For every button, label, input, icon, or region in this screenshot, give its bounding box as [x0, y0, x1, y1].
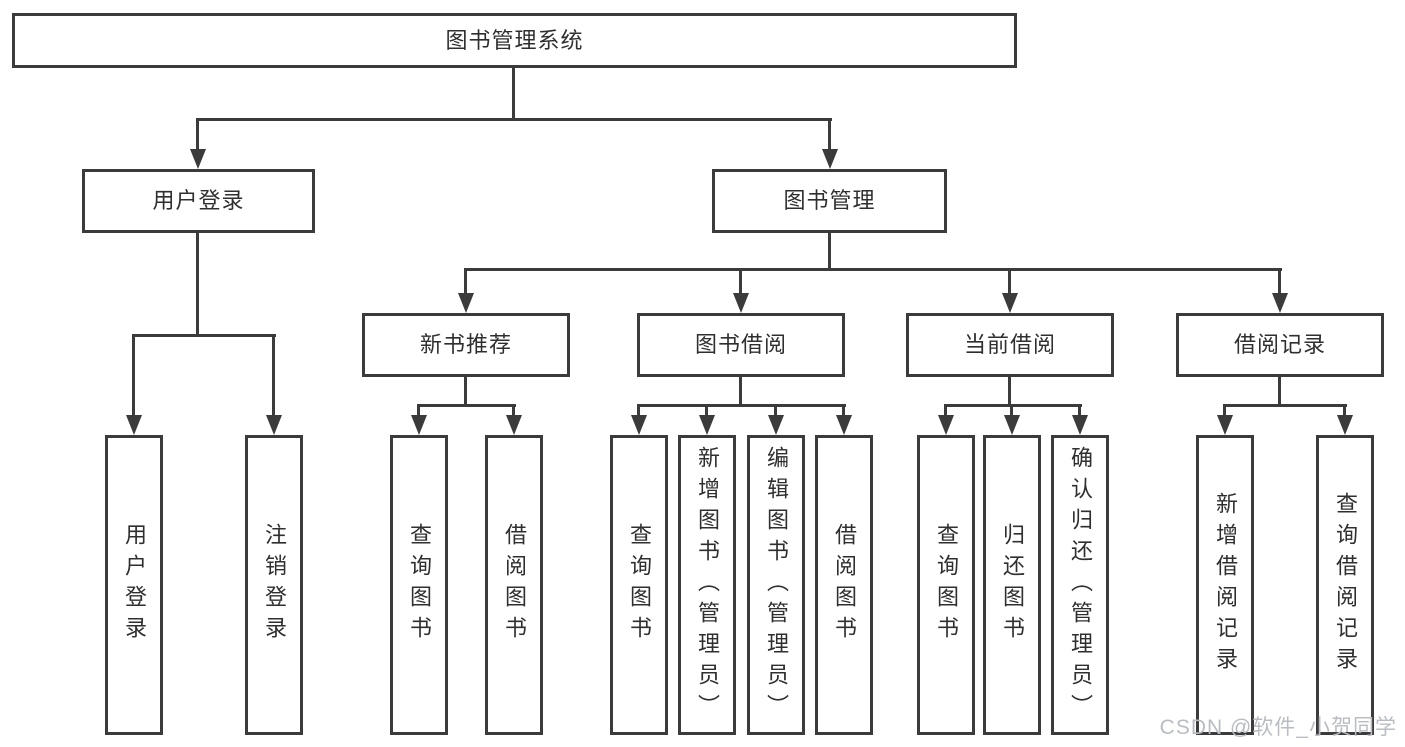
connector-stub — [196, 233, 199, 337]
connector-rail — [464, 268, 1282, 271]
connector-drop — [944, 404, 947, 419]
leaf-user-login: 用户登录 — [105, 435, 163, 735]
node-new-book-recommend: 新书推荐 — [362, 313, 570, 377]
connector-drop — [774, 404, 777, 419]
leaf-borrow-books-recommend: 借阅图书 — [485, 435, 543, 735]
arrowhead-down-icon — [631, 415, 647, 435]
connector-drop — [1223, 404, 1226, 419]
connector-stub — [512, 68, 515, 121]
leaf-query-borrow-record: 查询借阅记录 — [1316, 435, 1374, 735]
connector-drop — [1343, 404, 1346, 419]
arrowhead-down-icon — [1072, 415, 1088, 435]
connector-rail — [132, 334, 276, 337]
connector-drop — [705, 404, 708, 419]
connector-rail — [1223, 404, 1347, 407]
connector-stub — [1008, 377, 1011, 407]
leaf-add-borrow-record: 新增借阅记录 — [1196, 435, 1254, 735]
node-borrow-records: 借阅记录 — [1176, 313, 1384, 377]
arrowhead-down-icon — [411, 415, 427, 435]
arrowhead-down-icon — [190, 149, 206, 169]
node-book-borrow: 图书借阅 — [637, 313, 845, 377]
node-user-login-branch: 用户登录 — [82, 169, 315, 233]
connector-drop — [828, 118, 831, 153]
connector-drop — [1008, 268, 1011, 297]
arrowhead-down-icon — [1004, 415, 1020, 435]
leaf-add-book-admin: 新增图书（管理员） — [678, 435, 736, 735]
connector-stub — [828, 233, 831, 271]
arrowhead-down-icon — [733, 293, 749, 313]
arrowhead-down-icon — [1217, 415, 1233, 435]
leaf-confirm-return-admin: 确认归还（管理员） — [1051, 435, 1109, 735]
connector-drop — [1010, 404, 1013, 419]
connector-drop — [272, 334, 275, 419]
leaf-logout: 注销登录 — [245, 435, 303, 735]
connector-drop — [464, 268, 467, 297]
connector-drop — [196, 118, 199, 153]
arrowhead-down-icon — [768, 415, 784, 435]
connector-rail — [944, 404, 1082, 407]
arrowhead-down-icon — [458, 293, 474, 313]
connector-drop — [132, 334, 135, 419]
arrowhead-down-icon — [1337, 415, 1353, 435]
connector-drop — [1278, 268, 1281, 297]
leaf-query-books-current: 查询图书 — [917, 435, 975, 735]
arrowhead-down-icon — [699, 415, 715, 435]
leaf-query-books-recommend: 查询图书 — [390, 435, 448, 735]
arrowhead-down-icon — [1002, 293, 1018, 313]
arrowhead-down-icon — [1272, 293, 1288, 313]
node-current-borrow: 当前借阅 — [906, 313, 1114, 377]
arrowhead-down-icon — [506, 415, 522, 435]
connector-drop — [1078, 404, 1081, 419]
connector-drop — [739, 268, 742, 297]
arrowhead-down-icon — [126, 415, 142, 435]
connector-drop — [512, 404, 515, 419]
node-library-system: 图书管理系统 — [12, 13, 1017, 68]
connector-drop — [417, 404, 420, 419]
connector-stub — [1278, 377, 1281, 407]
connector-drop — [637, 404, 640, 419]
leaf-edit-book-admin: 编辑图书（管理员） — [747, 435, 805, 735]
leaf-borrow-books: 借阅图书 — [815, 435, 873, 735]
connector-drop — [842, 404, 845, 419]
connector-stub — [464, 377, 467, 407]
arrowhead-down-icon — [266, 415, 282, 435]
arrowhead-down-icon — [822, 149, 838, 169]
leaf-return-book: 归还图书 — [983, 435, 1041, 735]
leaf-query-books-borrow: 查询图书 — [610, 435, 668, 735]
node-book-management-branch: 图书管理 — [712, 169, 947, 233]
arrowhead-down-icon — [836, 415, 852, 435]
arrowhead-down-icon — [938, 415, 954, 435]
connector-stub — [739, 377, 742, 407]
csdn-watermark: CSDN @软件_小贺同学 — [1159, 716, 1397, 739]
